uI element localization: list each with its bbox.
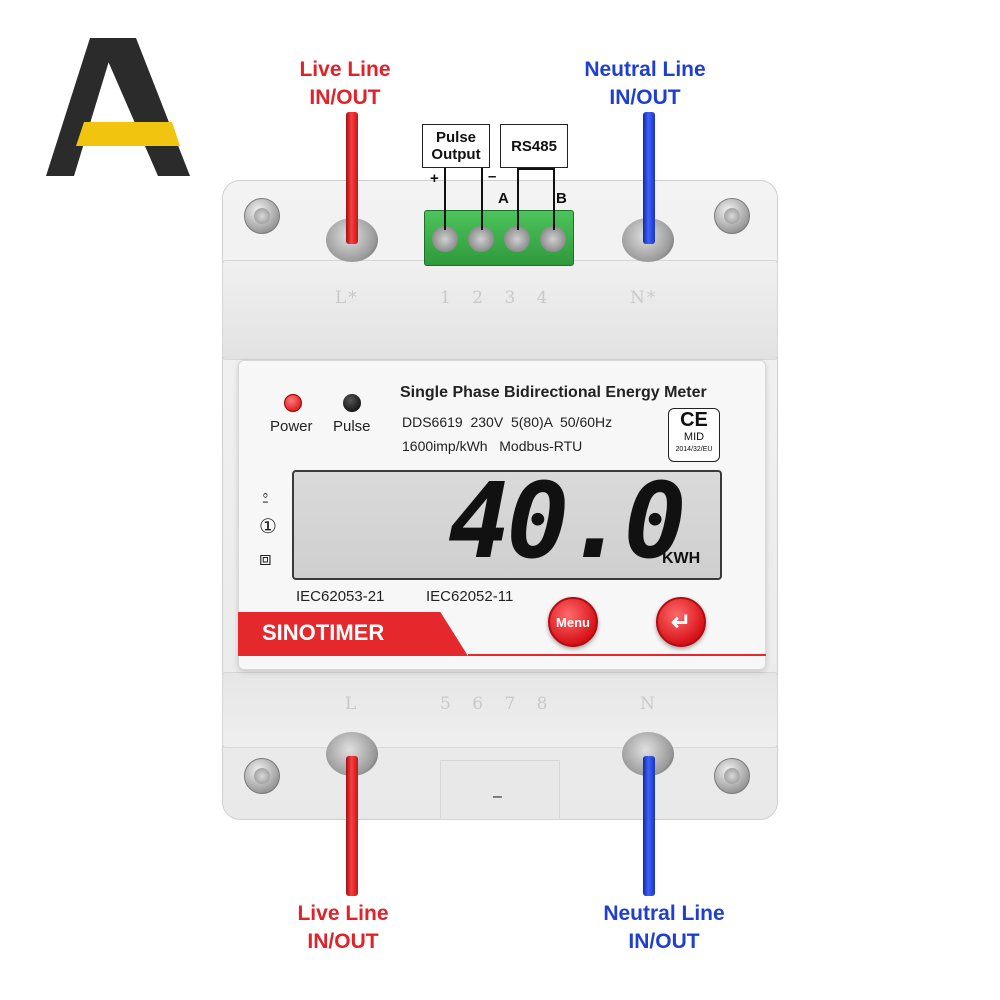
- neutral-wire-top: [643, 112, 655, 244]
- rs485-b-wire: [553, 168, 555, 230]
- mid-mark: MID: [683, 431, 705, 443]
- neutral-line-label-bottom-line2: IN/OUT: [628, 930, 700, 953]
- menu-button-label: Menu: [556, 614, 590, 630]
- logo-accent-bar: [76, 122, 180, 146]
- screw-bottom-left: [244, 758, 280, 794]
- screw-top-right: [714, 198, 750, 234]
- spec-line-1: DDS6619 230V 5(80)A 50/60Hz: [402, 414, 613, 430]
- live-wire-bottom: [346, 756, 358, 896]
- enter-button[interactable]: ↵: [656, 597, 706, 647]
- rs485-box: RS485: [500, 124, 568, 168]
- din-rail-clip: [440, 760, 560, 820]
- side-symbol-one: ①: [259, 514, 277, 538]
- menu-button[interactable]: Menu: [548, 597, 598, 647]
- standard-1: IEC62053-21: [296, 588, 385, 605]
- engraving-bottom-left: L: [345, 694, 359, 714]
- engraving-top-left: L*: [335, 288, 359, 308]
- pulse-plus-label: +: [430, 170, 439, 187]
- neutral-wire-bottom: [643, 756, 655, 896]
- side-symbol-sealing: ⍛: [260, 484, 271, 505]
- neutral-line-label-top-line1: Neutral Line: [584, 58, 706, 81]
- ce-mark-box: CE MID 2014/32/EU: [668, 408, 720, 462]
- upper-terminal-cover: [222, 260, 778, 360]
- rs485-a-label: A: [498, 190, 509, 207]
- pulse-plus-wire: [444, 168, 446, 230]
- engraving-bottom-terminals: 5 6 7 8: [440, 694, 556, 714]
- pulse-output-line2: Output: [431, 146, 481, 163]
- lcd-display: [292, 470, 722, 580]
- lcd-unit: KWH: [662, 550, 701, 567]
- neutral-line-label-bottom-line1: Neutral Line: [603, 902, 725, 925]
- live-wire-top: [346, 112, 358, 244]
- engraving-top-right: N*: [630, 288, 658, 308]
- screw-top-left: [244, 198, 280, 234]
- standard-2: IEC62052-11: [426, 588, 514, 605]
- rs485-b-label: B: [556, 190, 567, 207]
- rs485-a-wire: [517, 168, 519, 230]
- spec-line-2: 1600imp/kWh Modbus-RTU: [402, 438, 583, 454]
- neutral-line-label-top-line2: IN/OUT: [609, 86, 681, 109]
- enter-icon: ↵: [670, 608, 692, 636]
- logo-left-stroke: [46, 38, 116, 176]
- neutral-line-label-bottom: Neutral Line IN/OUT: [574, 900, 754, 956]
- ce-directive: 2014/32/EU: [675, 446, 713, 453]
- terminal-screw-2: [468, 226, 494, 252]
- power-led: [284, 394, 302, 412]
- power-label: Power: [270, 418, 313, 435]
- brand-underline: [468, 654, 766, 656]
- live-line-label-top: Live Line IN/OUT: [270, 56, 420, 112]
- rs485-label: RS485: [511, 137, 557, 155]
- brand-bar: [238, 612, 468, 656]
- lower-terminal-cover: [222, 672, 778, 748]
- side-symbol-double-insulation: ⧈: [259, 546, 272, 570]
- live-line-label-bottom-line2: IN/OUT: [307, 930, 379, 953]
- terminal-screw-1: [432, 226, 458, 252]
- terminal-screw-3: [504, 226, 530, 252]
- lcd-reading: 40.0: [448, 460, 686, 582]
- meter-title: Single Phase Bidirectional Energy Meter: [400, 384, 707, 401]
- brand-name: SINOTIMER: [262, 620, 385, 645]
- pulse-output-box: Pulse Output: [422, 124, 490, 168]
- ce-mark: CE: [680, 409, 708, 431]
- live-line-label-bottom: Live Line IN/OUT: [268, 900, 418, 956]
- logo-right-stroke: [98, 38, 190, 176]
- neutral-line-label-top: Neutral Line IN/OUT: [560, 56, 730, 112]
- engraving-top-terminals: 1 2 3 4: [440, 288, 556, 308]
- rs485-a-connector: [517, 168, 555, 170]
- engraving-bottom-right: N: [640, 694, 657, 714]
- pulse-output-line1: Pulse: [435, 129, 477, 146]
- pulse-minus-wire: [481, 168, 483, 230]
- screw-bottom-right: [714, 758, 750, 794]
- pulse-minus-label: –: [488, 168, 497, 185]
- terminal-screw-4: [540, 226, 566, 252]
- live-line-label-bottom-line1: Live Line: [297, 902, 389, 925]
- pulse-label: Pulse: [333, 418, 371, 435]
- pulse-led: [343, 394, 361, 412]
- brand-logo: [46, 38, 190, 176]
- bottom-mark: –: [493, 788, 502, 805]
- live-line-label-top-line1: Live Line: [299, 58, 391, 81]
- live-line-label-top-line2: IN/OUT: [309, 86, 381, 109]
